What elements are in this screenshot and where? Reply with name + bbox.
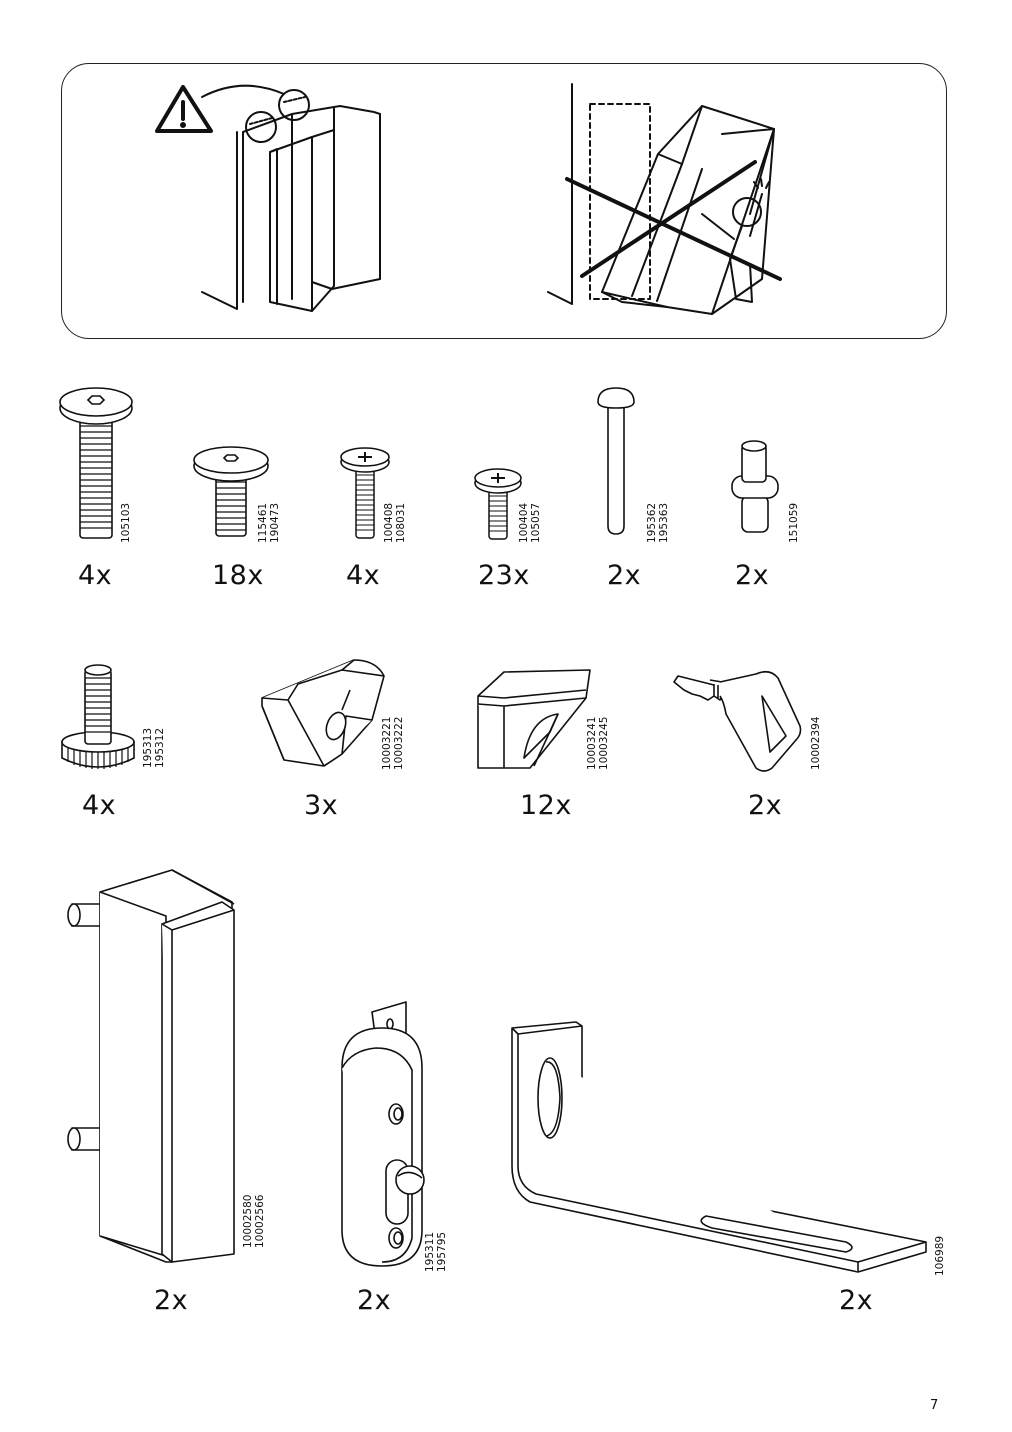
part-codes: 105103 [120,503,132,543]
article-number: 10003241 [586,716,598,770]
article-number: 100408 [383,502,395,543]
adjustable-foot-illustration [61,664,135,769]
part-quantity: 3x [304,790,339,821]
part-codes: 195311 195795 [424,1232,448,1272]
connector-block-illustration [261,659,385,767]
short-bolt-illustration [193,446,269,537]
latch-illustration [341,1001,425,1267]
part-screw-100404 [474,465,526,545]
part-codes: 151059 [788,503,800,543]
part-codes: 10003221 10003222 [381,717,405,770]
part-quantity: 4x [78,560,113,591]
part-quantity: 2x [154,1285,189,1316]
part-bolt-115461 [193,444,274,544]
l-bracket-illustration [511,1021,927,1273]
article-number: 105057 [530,502,542,543]
article-number: 195795 [436,1231,448,1272]
shelf-support-illustration [477,669,591,769]
part-pin-195362 [596,386,642,536]
warning-panel [61,63,947,339]
part-quantity: 4x [346,560,381,591]
part-quantity: 12x [520,790,572,821]
part-quantity: 2x [748,790,783,821]
key-icon [673,670,802,772]
phillips-screw-illustration [340,447,390,539]
part-codes: 10003241 10003245 [586,717,610,770]
article-number: 10002394 [810,716,822,770]
part-quantity: 2x [839,1285,874,1316]
part-codes: 100404 105057 [518,503,542,543]
article-number: 151059 [788,502,800,543]
part-shelf-support-10003241 [474,668,598,772]
part-codes: 195362 195363 [646,503,670,543]
article-number: 10003222 [393,716,405,770]
part-quantity: 18x [212,560,264,591]
part-codes: 10002580 10002566 [242,1195,266,1248]
short-phillips-screw-illustration [474,468,522,540]
part-quantity: 23x [478,560,530,591]
part-screw-100408 [340,444,392,544]
part-u-bracket-10002580 [62,866,242,1276]
article-number: 195313 [142,727,154,768]
article-number: 10003245 [598,716,610,770]
article-number: 195362 [646,502,658,543]
part-l-bracket-106989 [506,1016,927,1276]
article-number: 108031 [395,502,407,543]
part-key-10002394 [670,666,810,776]
part-adjustable-foot-195313 [58,660,148,772]
part-codes: 100408 108031 [383,503,407,543]
part-quantity: 2x [735,560,770,591]
page-number: 7 [930,1398,939,1413]
shelf-pin-illustration [731,440,779,533]
hex-socket-bolt-illustration [59,387,133,539]
u-bracket-illustration [67,869,235,1263]
part-quantity: 4x [82,790,117,821]
part-quantity: 2x [357,1285,392,1316]
article-number: 10002580 [242,1194,254,1248]
article-number: 195311 [424,1231,436,1272]
pin-illustration [597,387,635,535]
article-number: 190473 [269,502,281,543]
article-number: 100404 [518,502,530,543]
part-codes: 10002394 [810,717,822,770]
part-latch-195311 [336,998,436,1270]
article-number: 115461 [257,502,269,543]
part-codes: 195313 195312 [142,728,166,768]
part-codes: 106989 [934,1236,946,1276]
article-number: 10002566 [254,1194,266,1248]
article-number: 195363 [658,502,670,543]
warning-illustration [155,83,782,315]
article-number: 195312 [154,727,166,768]
article-number: 10003221 [381,716,393,770]
article-number: 105103 [120,502,132,543]
part-codes: 115461 190473 [257,503,281,543]
part-bolt-105103 [59,387,170,548]
warning-triangle-icon [155,85,213,133]
part-quantity: 2x [607,560,642,591]
part-shelf-pin-151059 [730,438,782,538]
article-number: 106989 [934,1235,946,1276]
part-connector-10003221 [258,654,388,772]
